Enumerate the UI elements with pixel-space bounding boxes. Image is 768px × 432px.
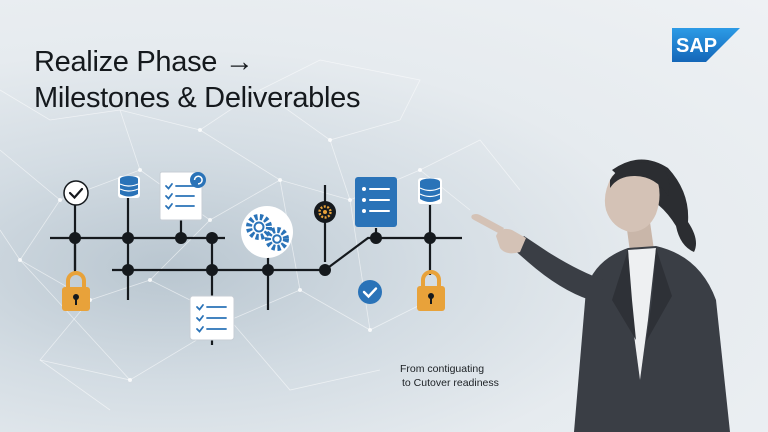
title-line-1: Realize Phase → bbox=[34, 46, 254, 78]
caption-line-1: From contiguating bbox=[400, 363, 485, 375]
junction-node bbox=[370, 232, 382, 244]
junction-node bbox=[69, 232, 81, 244]
junction-node bbox=[262, 264, 274, 276]
checklist-icon bbox=[189, 295, 235, 341]
title-line-2: Milestones & Deliverables bbox=[34, 82, 361, 114]
caption-line-2: to Cutover readiness bbox=[402, 377, 499, 389]
junction-node bbox=[122, 232, 134, 244]
junction-node bbox=[206, 264, 218, 276]
database-icon bbox=[118, 176, 140, 198]
check-circle-icon bbox=[63, 180, 89, 206]
sap-logo: SAP bbox=[672, 28, 740, 62]
slide-title: Realize Phase → Milestones & Deliverable… bbox=[34, 44, 360, 116]
gear-cluster-icon bbox=[241, 206, 293, 258]
padlock-icon bbox=[417, 270, 445, 311]
caption: From contiguating to Cutover readiness bbox=[400, 362, 499, 390]
junction-nodes bbox=[69, 232, 436, 276]
settings-badge-icon bbox=[314, 201, 336, 223]
junction-node bbox=[122, 264, 134, 276]
junction-node bbox=[319, 264, 331, 276]
padlock-icon bbox=[62, 271, 90, 311]
junction-node bbox=[175, 232, 187, 244]
database-icon bbox=[418, 178, 442, 204]
checklist-document-icon bbox=[159, 171, 206, 221]
check-badge-icon bbox=[358, 280, 382, 304]
list-document-icon bbox=[355, 177, 397, 227]
presenter-illustration bbox=[471, 159, 730, 432]
junction-node bbox=[424, 232, 436, 244]
sap-logo-text: SAP bbox=[676, 35, 717, 57]
junction-node bbox=[206, 232, 218, 244]
